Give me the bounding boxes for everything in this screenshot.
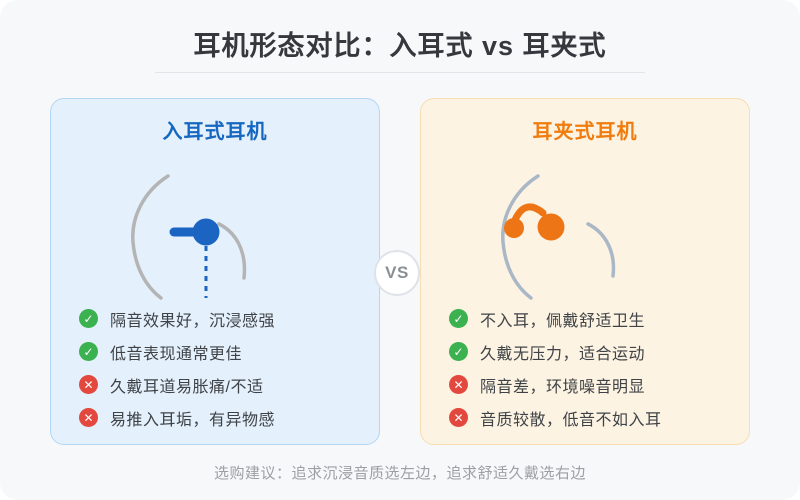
check-icon: ✓: [449, 309, 468, 328]
vs-label: VS: [385, 263, 409, 282]
check-icon: ✓: [79, 309, 98, 328]
ear-outer-curve: [501, 174, 540, 300]
earclip-panel-title: 耳夹式耳机: [532, 121, 638, 143]
cross-icon: ✕: [79, 408, 98, 427]
footer-note: 选购建议：追求沉浸音质选左边，追求舒适久戴选右边: [213, 465, 586, 482]
list-item: ✓ 久戴无压力，适合运动: [449, 335, 749, 368]
cross-icon: ✕: [449, 375, 468, 394]
inear-feature-list: ✓ 隔音效果好，沉浸感强 ✓ 低音表现通常更佳 ✕ 久戴耳道易胀痛/不适 ✕ 易推入耳垢，有异…: [51, 302, 379, 434]
feature-text: 音质较散，低音不如入耳: [480, 411, 662, 429]
check-icon: ✓: [449, 342, 468, 361]
cross-icon: ✕: [449, 408, 468, 427]
feature-text: 久戴无压力，适合运动: [480, 345, 646, 363]
earbud-icon: [192, 218, 220, 246]
ear-inner-curve: [586, 222, 616, 278]
check-icon: ✓: [79, 342, 98, 361]
ear-inner-curve: [217, 222, 247, 280]
earclip-outer-pod-icon: [504, 218, 524, 238]
list-item: ✕ 久戴耳道易胀痛/不适: [79, 368, 379, 401]
ear-outer-curve: [131, 174, 170, 300]
list-item: ✓ 低音表现通常更佳: [79, 335, 379, 368]
list-item: ✕ 音质较散，低音不如入耳: [449, 401, 749, 434]
list-item: ✕ 隔音差，环境噪音明显: [449, 368, 749, 401]
inear-panel: 入耳式耳机 ✓ 隔音效果好，沉浸感强 ✓ 低音表现通常更佳 ✕ 久戴耳道易胀痛/不适 ✕ 易推…: [50, 98, 380, 445]
inear-ear-illustration: [131, 174, 247, 300]
list-item: ✓ 隔音效果好，沉浸感强: [79, 302, 379, 335]
earclip-ear-illustration: [501, 174, 616, 300]
feature-text: 不入耳，佩戴舒适卫生: [480, 312, 646, 330]
feature-text: 隔音差，环境噪音明显: [480, 378, 646, 396]
earclip-inner-pod-icon: [537, 213, 565, 241]
vs-badge: VS: [374, 250, 420, 296]
title-divider: [155, 72, 645, 73]
earclip-bridge: [511, 203, 547, 224]
list-item: ✕ 易推入耳垢，有异物感: [79, 401, 379, 434]
list-item: ✓ 不入耳，佩戴舒适卫生: [449, 302, 749, 335]
feature-text: 低音表现通常更佳: [110, 345, 243, 363]
feature-text: 隔音效果好，沉浸感强: [110, 312, 276, 330]
feature-text: 久戴耳道易胀痛/不适: [110, 378, 264, 396]
page-title: 耳机形态对比：入耳式 vs 耳夹式: [193, 31, 607, 61]
earclip-panel: 耳夹式耳机 ✓不入耳，佩戴舒适卫生✓久戴无压力，适合运动✕隔音差，环境噪音明显✕…: [420, 98, 750, 445]
feature-text: 易推入耳垢，有异物感: [110, 411, 276, 429]
earclip-feature-list: ✓ 不入耳，佩戴舒适卫生 ✓ 久戴无压力，适合运动 ✕ 隔音差，环境噪音明显 ✕ 音质较散，低…: [421, 302, 749, 434]
cross-icon: ✕: [79, 375, 98, 394]
inear-panel-title: 入耳式耳机: [162, 121, 268, 143]
